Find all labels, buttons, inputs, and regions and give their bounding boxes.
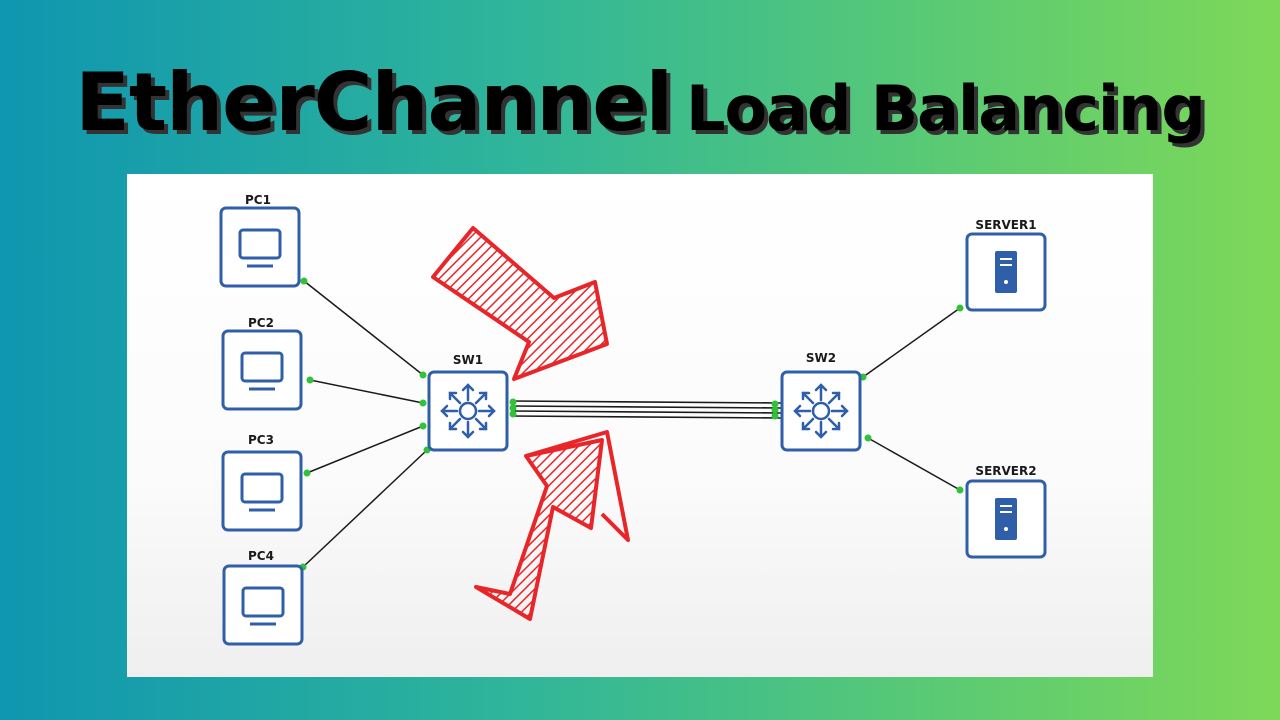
links [302, 280, 961, 568]
red-arrow-top [431, 226, 609, 381]
port-dot [509, 410, 517, 418]
pc1-label: PC1 [245, 193, 271, 207]
port-dot [956, 486, 964, 494]
sw2-node[interactable]: SW2 [780, 351, 862, 452]
sw2-label: SW2 [806, 351, 836, 365]
etherchannel-bundle [510, 400, 782, 419]
red-arrow-bottom [474, 430, 630, 621]
pc1-box [219, 206, 301, 288]
sw1-label: SW1 [453, 353, 483, 367]
etherchannel-link-1 [510, 400, 782, 404]
port-dot [771, 406, 779, 414]
port-dot [771, 412, 779, 420]
etherchannel-link-4 [510, 415, 782, 419]
pc4-box [222, 564, 304, 646]
etherchannel-link-2 [510, 405, 782, 409]
port-dot [419, 399, 427, 407]
port-dots [299, 277, 964, 571]
topology-diagram: PC1 PC2 PC3 PC4 SW1 SW2 SERVER1 SERVER2 [219, 193, 1047, 646]
server1-label: SERVER1 [975, 218, 1036, 232]
server-icon [994, 250, 1018, 294]
pc4-node[interactable]: PC4 [222, 549, 304, 646]
port-dot [864, 434, 872, 442]
server-icon [994, 497, 1018, 541]
port-dot [419, 422, 427, 430]
server2-node[interactable]: SERVER2 [965, 464, 1047, 559]
port-dot [300, 277, 308, 285]
port-dot [303, 469, 311, 477]
topology-canvas: PC1 PC2 PC3 PC4 SW1 SW2 SERVER1 SERVER2 [127, 174, 1153, 677]
pc3-box [221, 450, 303, 532]
server2-label: SERVER2 [975, 464, 1036, 478]
server1-node[interactable]: SERVER1 [965, 218, 1047, 312]
link-pc3-sw1 [306, 425, 424, 474]
etherchannel-link-3 [510, 410, 782, 414]
link-pc1-sw1 [303, 280, 424, 376]
link-pc2-sw1 [309, 379, 424, 404]
port-dot [509, 404, 517, 412]
pc3-node[interactable]: PC3 [221, 433, 303, 532]
pc1-node[interactable]: PC1 [219, 193, 301, 288]
link-pc4-sw1 [302, 449, 428, 568]
pc4-label: PC4 [248, 549, 274, 563]
link-sw2-server2 [867, 437, 961, 491]
pc2-box [221, 329, 303, 411]
sw1-box [427, 370, 509, 452]
pc3-label: PC3 [248, 433, 274, 447]
title-etherchannel: EtherChannel [75, 56, 673, 149]
link-sw2-server1 [862, 307, 961, 378]
pc2-label: PC2 [248, 316, 274, 330]
sw2-box [780, 370, 862, 452]
title-load-balancing: Load Balancing [686, 72, 1206, 145]
port-dot [306, 376, 314, 384]
port-dot [771, 400, 779, 408]
port-dot [419, 371, 427, 379]
pc2-node[interactable]: PC2 [221, 316, 303, 411]
sw1-node[interactable]: SW1 [427, 353, 509, 452]
port-dot [509, 398, 517, 406]
port-dot [956, 304, 964, 312]
